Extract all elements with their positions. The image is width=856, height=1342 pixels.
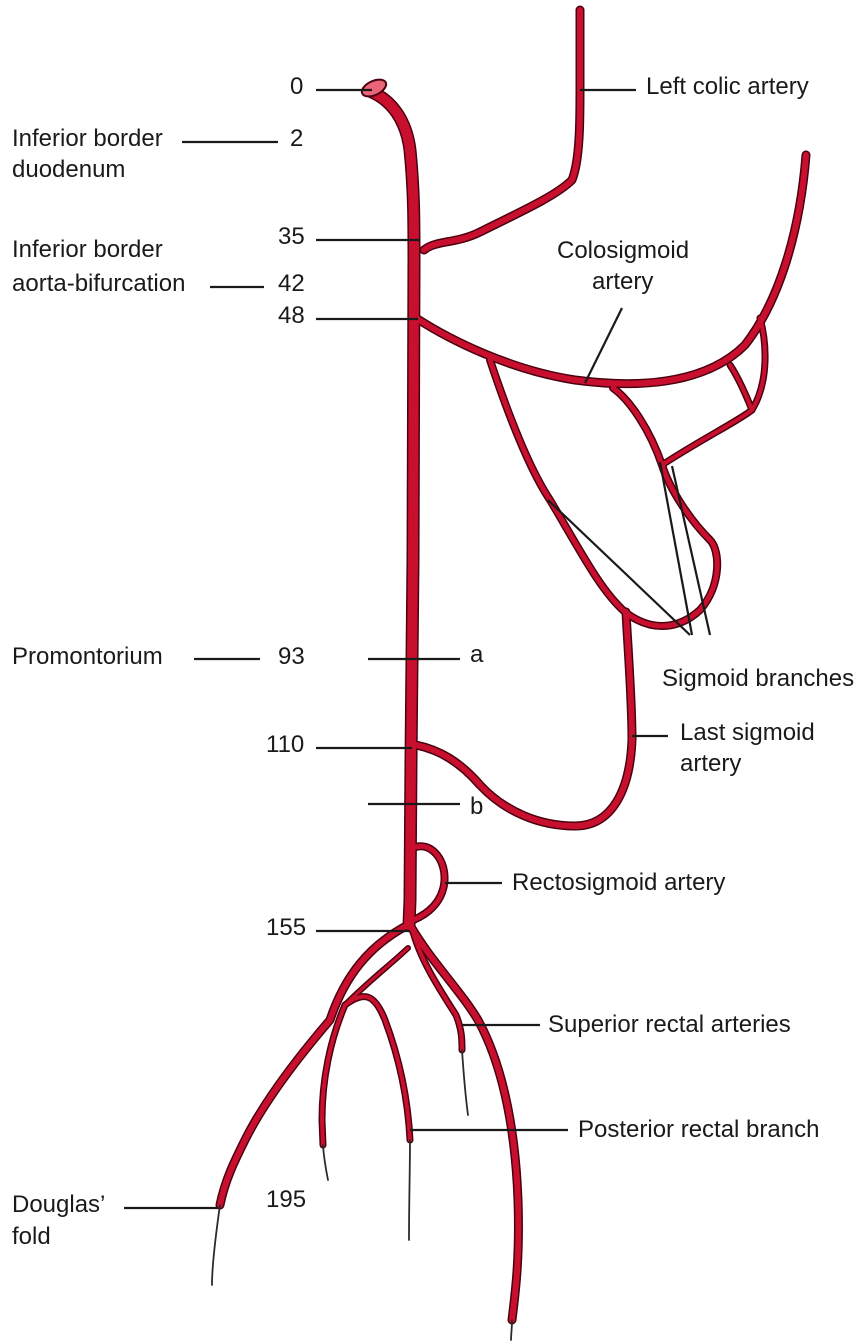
label-last-sigmoid-line2: artery bbox=[680, 750, 741, 777]
label-left-colic-artery: Left colic artery bbox=[646, 73, 809, 100]
marginal-arcade-3 bbox=[730, 365, 752, 410]
label-inferior-border-aorta-line1: Inferior border bbox=[12, 236, 163, 263]
distance-0: 0 bbox=[290, 73, 303, 100]
distance-35: 35 bbox=[278, 223, 305, 250]
superior-rectal-right bbox=[410, 925, 518, 1320]
label-rectosigmoid-artery: Rectosigmoid artery bbox=[512, 869, 725, 896]
terminal-tail-mid bbox=[462, 1050, 468, 1115]
last-sigmoid-artery-outline bbox=[416, 612, 632, 826]
label-inferior-border-duodenum-line2: duodenum bbox=[12, 156, 125, 183]
distance-48: 48 bbox=[278, 302, 305, 329]
distance-155: 155 bbox=[266, 914, 306, 941]
terminal-tail-right bbox=[511, 1320, 512, 1340]
label-promontorium: Promontorium bbox=[12, 643, 163, 670]
marker-b: b bbox=[470, 793, 483, 820]
label-superior-rectal-arteries: Superior rectal arteries bbox=[548, 1011, 791, 1038]
label-sigmoid-branches: Sigmoid branches bbox=[662, 665, 854, 692]
label-douglas-fold-line1: Douglas’ bbox=[12, 1191, 105, 1218]
superior-rectal-left bbox=[220, 925, 408, 1205]
label-colosigmoid-line2: artery bbox=[592, 268, 653, 295]
distance-2: 2 bbox=[290, 125, 303, 152]
left-colic-artery bbox=[424, 10, 580, 250]
marker-a: a bbox=[470, 641, 484, 668]
label-inferior-border-aorta-line2: aorta-bifurcation bbox=[12, 270, 185, 297]
label-posterior-rectal-branch: Posterior rectal branch bbox=[578, 1116, 819, 1143]
leader-sigmoid-3 bbox=[672, 466, 710, 635]
distance-110: 110 bbox=[266, 731, 304, 758]
terminal-tail-left bbox=[212, 1205, 220, 1285]
posterior-rectal-branch bbox=[345, 997, 410, 1140]
last-sigmoid-artery bbox=[416, 612, 632, 826]
label-last-sigmoid-line1: Last sigmoid bbox=[680, 719, 815, 746]
leader-sigmoid-1 bbox=[548, 500, 690, 635]
distance-93: 93 bbox=[278, 643, 305, 670]
distance-195: 195 bbox=[266, 1186, 306, 1213]
leader-colosigmoid bbox=[585, 308, 622, 383]
label-colosigmoid-line1: Colosigmoid bbox=[557, 237, 689, 264]
terminal-tail-posterior bbox=[409, 1140, 410, 1240]
distance-42: 42 bbox=[278, 270, 305, 297]
left-colic-artery-outline bbox=[424, 10, 580, 250]
label-douglas-fold-line2: fold bbox=[12, 1223, 51, 1250]
superior-rectal-right-outline bbox=[410, 925, 518, 1320]
superior-rectal-left-outline bbox=[220, 925, 408, 1205]
terminal-tail-inner-left bbox=[323, 1145, 328, 1180]
label-inferior-border-duodenum-line1: Inferior border bbox=[12, 125, 163, 152]
